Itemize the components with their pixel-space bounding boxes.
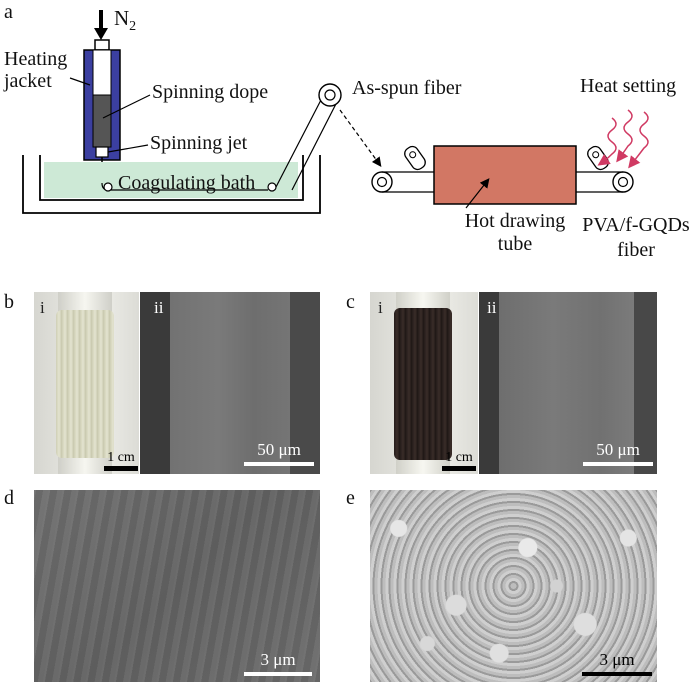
spinning-schematic <box>22 10 649 214</box>
panel-e-letter: e <box>346 487 355 509</box>
guide-roller-left <box>404 145 426 171</box>
heat-waves <box>597 109 649 169</box>
panel-d-letter: d <box>4 487 14 509</box>
panel-c-letter: c <box>346 291 355 313</box>
panel-b-sem-scalebar: 50 μm <box>244 440 314 466</box>
panel-e-scalebar: 3 μm <box>582 650 652 676</box>
n2-label: N2 <box>114 6 137 35</box>
panel-b-photo: i 1 cm <box>34 292 139 474</box>
n2-inlet-arrow <box>94 10 108 40</box>
panel-e-sem: 3 μm <box>370 490 657 682</box>
spinning-syringe <box>83 39 121 183</box>
panel-b-sub-ii: ii <box>154 298 164 317</box>
heat-setting-label: Heat setting <box>580 75 677 97</box>
panel-b-letter: b <box>4 291 14 313</box>
spinning-dope-label: Spinning dope <box>152 81 269 103</box>
coagulating-bath-vessel <box>22 155 321 214</box>
panel-b-sub-i: i <box>40 298 45 317</box>
panel-c-sub-i: i <box>378 298 383 317</box>
panel-c-sem-scalebar: 50 μm <box>583 440 653 466</box>
product-fiber-label: PVA/f-GQDs fiber <box>582 214 690 261</box>
heating-jacket-label: Heating jacket <box>4 48 68 92</box>
panel-a-letter: a <box>4 1 13 23</box>
hot-drawing-tube <box>433 145 577 205</box>
hot-drawing-tube-label: Hot drawing tube <box>464 210 566 255</box>
panel-c-sub-ii: ii <box>487 298 497 317</box>
panel-b-sem: ii 50 μm <box>140 292 320 474</box>
panel-c-photo-scalebar: 1 cm <box>442 450 476 471</box>
coagulating-bath-label: Coagulating bath <box>118 172 256 194</box>
panel-d-scalebar: 3 μm <box>244 650 312 676</box>
transfer-arrow <box>339 109 382 167</box>
take-up-roller <box>318 83 342 107</box>
spinning-jet-label: Spinning jet <box>150 132 248 154</box>
fiber-path <box>101 95 341 192</box>
white-fiber-spool <box>56 310 114 458</box>
as-spun-fiber-label: As-spun fiber <box>352 77 462 99</box>
panel-b-photo-scalebar: 1 cm <box>104 450 138 471</box>
panel-c-sem: ii 50 μm <box>479 292 657 474</box>
panel-c-photo: i 1 cm <box>370 292 478 474</box>
black-fiber-spool <box>394 308 452 460</box>
panel-d-sem: 3 μm <box>34 490 320 682</box>
